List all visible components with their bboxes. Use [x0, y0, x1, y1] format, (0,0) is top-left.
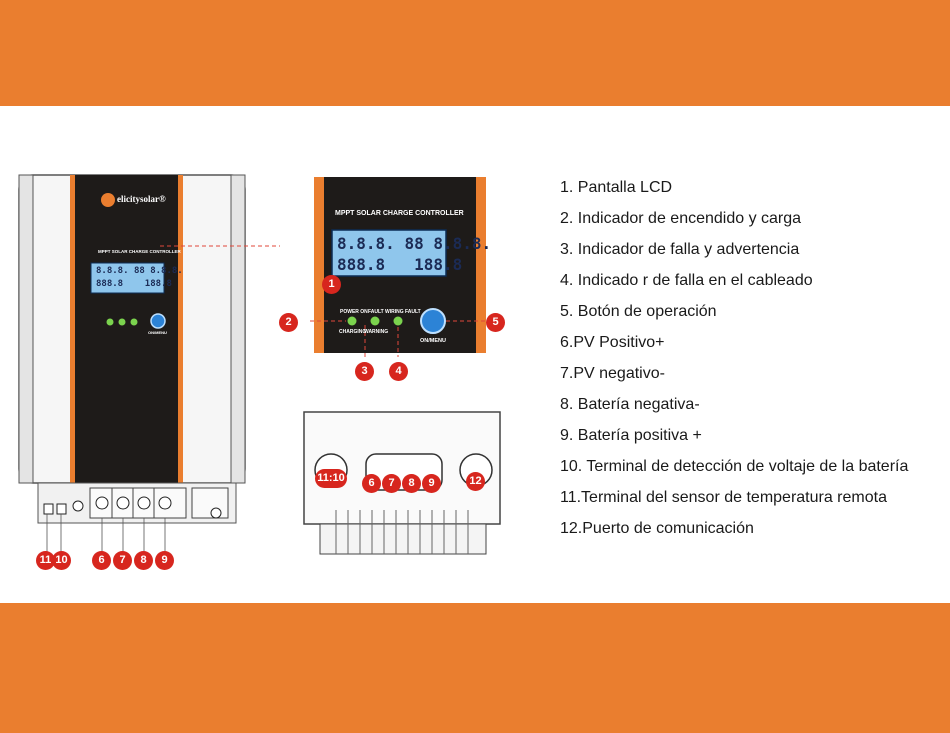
underside-fin-base [319, 523, 487, 555]
front-dark-panel [72, 175, 180, 483]
led-wiring-fault [393, 316, 403, 326]
terminal-screw-7 [116, 496, 130, 510]
zoomed-panel-strip-right [476, 177, 486, 353]
terminal-screw-6 [95, 496, 109, 510]
small-lcd-left2: 888.8 [96, 279, 124, 289]
callout-7: 7 [113, 551, 132, 570]
zoomed-lcd-readout-top: 8.8.8. 88 8.8.8. [337, 234, 491, 253]
small-operation-button [150, 313, 166, 329]
led-fault-warning [370, 316, 380, 326]
small-lcd-mid: 88 [133, 266, 145, 276]
callout-9-underside: 9 [422, 474, 441, 493]
callout-11: 11 [36, 551, 55, 570]
indicator-label-wiring: WIRING FAULT [385, 309, 421, 315]
legend-item: 8. Batería negativa- [560, 396, 700, 413]
comm-port-bracket [191, 487, 229, 519]
legend-item: 7.PV negativo- [560, 365, 665, 382]
small-button-label: ON/MENU [148, 330, 167, 335]
zoomed-model-title: MPPT SOLAR CHARGE CONTROLLER [335, 210, 464, 217]
indicator-label-power: POWER ON [340, 309, 368, 315]
indicator-sublabel-warning: WARNING [364, 329, 389, 335]
front-orange-strip-left [70, 175, 75, 483]
brand-logo-icon [101, 193, 115, 207]
legend-list: 1. Pantalla LCD 2. Indicador de encendid… [560, 176, 908, 548]
small-lcd-readout-bottom: 888.8 188.8 [96, 279, 172, 289]
small-model-title: MPPT SOLAR CHARGE CONTROLLER [98, 249, 181, 254]
callout-7-underside: 7 [382, 474, 401, 493]
legend-item: 5. Botón de operación [560, 303, 717, 320]
callout-3: 3 [355, 362, 374, 381]
terminal-screw-8 [137, 496, 151, 510]
brand-mark: ® [159, 194, 166, 204]
legend-item: 1. Pantalla LCD [560, 179, 673, 196]
sensor-connector-10 [56, 503, 67, 515]
small-lcd-right: 8.8.8. [150, 266, 183, 276]
small-lcd-screen [90, 262, 165, 294]
legend-item: 3. Indicador de falla y advertencia [560, 241, 800, 258]
legend-item: 11.Terminal del sensor de temperatura re… [560, 489, 887, 506]
callout-1: 1 [322, 275, 341, 294]
small-led-power [106, 318, 114, 326]
zoomed-lcd-left2: 888.8 [337, 255, 386, 274]
legend-item: 6.PV Positivo+ [560, 334, 665, 351]
callout-11-10-underside: 11:10 [315, 469, 347, 488]
small-lcd-left: 8.8.8. [96, 266, 129, 276]
callout-5: 5 [486, 313, 505, 332]
zoomed-button-label: ON/MENU [420, 338, 446, 344]
zoomed-lcd-readout-bottom: 888.8 188.8 [337, 255, 462, 274]
legend-item: 9. Batería positiva + [560, 427, 702, 444]
ground-screw-icon [72, 500, 84, 512]
zoomed-lcd-mid: 88 [404, 234, 424, 253]
zoomed-panel-illustration [310, 177, 490, 357]
small-lcd-right2: 188.8 [144, 279, 172, 289]
callout-9: 9 [155, 551, 174, 570]
front-orange-strip-right [178, 175, 183, 483]
heat-sink-fins [335, 510, 469, 554]
comm-port-screw [210, 507, 222, 519]
device-right-edge [230, 174, 246, 484]
callout-10: 10 [52, 551, 71, 570]
callout-6: 6 [92, 551, 111, 570]
zoomed-panel-strip-left [314, 177, 324, 353]
legend-item: 12.Puerto de comunicación [560, 520, 754, 537]
underside-illustration [303, 411, 501, 555]
zoomed-lcd-screen [331, 229, 447, 277]
zoomed-lcd-right: 8.8.8. [433, 234, 492, 253]
sensor-connector-11 [43, 503, 54, 515]
legend-item: 10. Terminal de detección de voltaje de … [560, 458, 909, 475]
small-led-fault [118, 318, 126, 326]
bottom-orange-band [0, 603, 950, 733]
callout-6-underside: 6 [362, 474, 381, 493]
zoomed-lcd-left: 8.8.8. [337, 234, 395, 253]
terminal-screw-9 [158, 496, 172, 510]
indicator-label-fault: FAULT [368, 309, 384, 315]
small-lcd-readout-top: 8.8.8. 88 8.8.8. [96, 266, 183, 276]
callout-4: 4 [389, 362, 408, 381]
callout-2: 2 [279, 313, 298, 332]
device-front-illustration [18, 174, 280, 555]
legend-item: 4. Indicado r de falla en el cableado [560, 272, 813, 289]
callout-8: 8 [134, 551, 153, 570]
callout-8-underside: 8 [402, 474, 421, 493]
legend-item: 2. Indicador de encendido y carga [560, 210, 802, 227]
small-led-wiring [130, 318, 138, 326]
zoomed-lcd-right2: 188.8 [414, 255, 463, 274]
led-power-charging [347, 316, 357, 326]
device-left-edge [18, 174, 34, 484]
indicator-sublabel-charging: CHARGING [339, 329, 367, 335]
brand-name: elicitysolar® [117, 194, 166, 204]
top-orange-band [0, 0, 950, 106]
brand-name-text: elicitysolar [117, 194, 159, 204]
operation-button [420, 308, 446, 334]
callout-12: 12 [466, 472, 485, 491]
